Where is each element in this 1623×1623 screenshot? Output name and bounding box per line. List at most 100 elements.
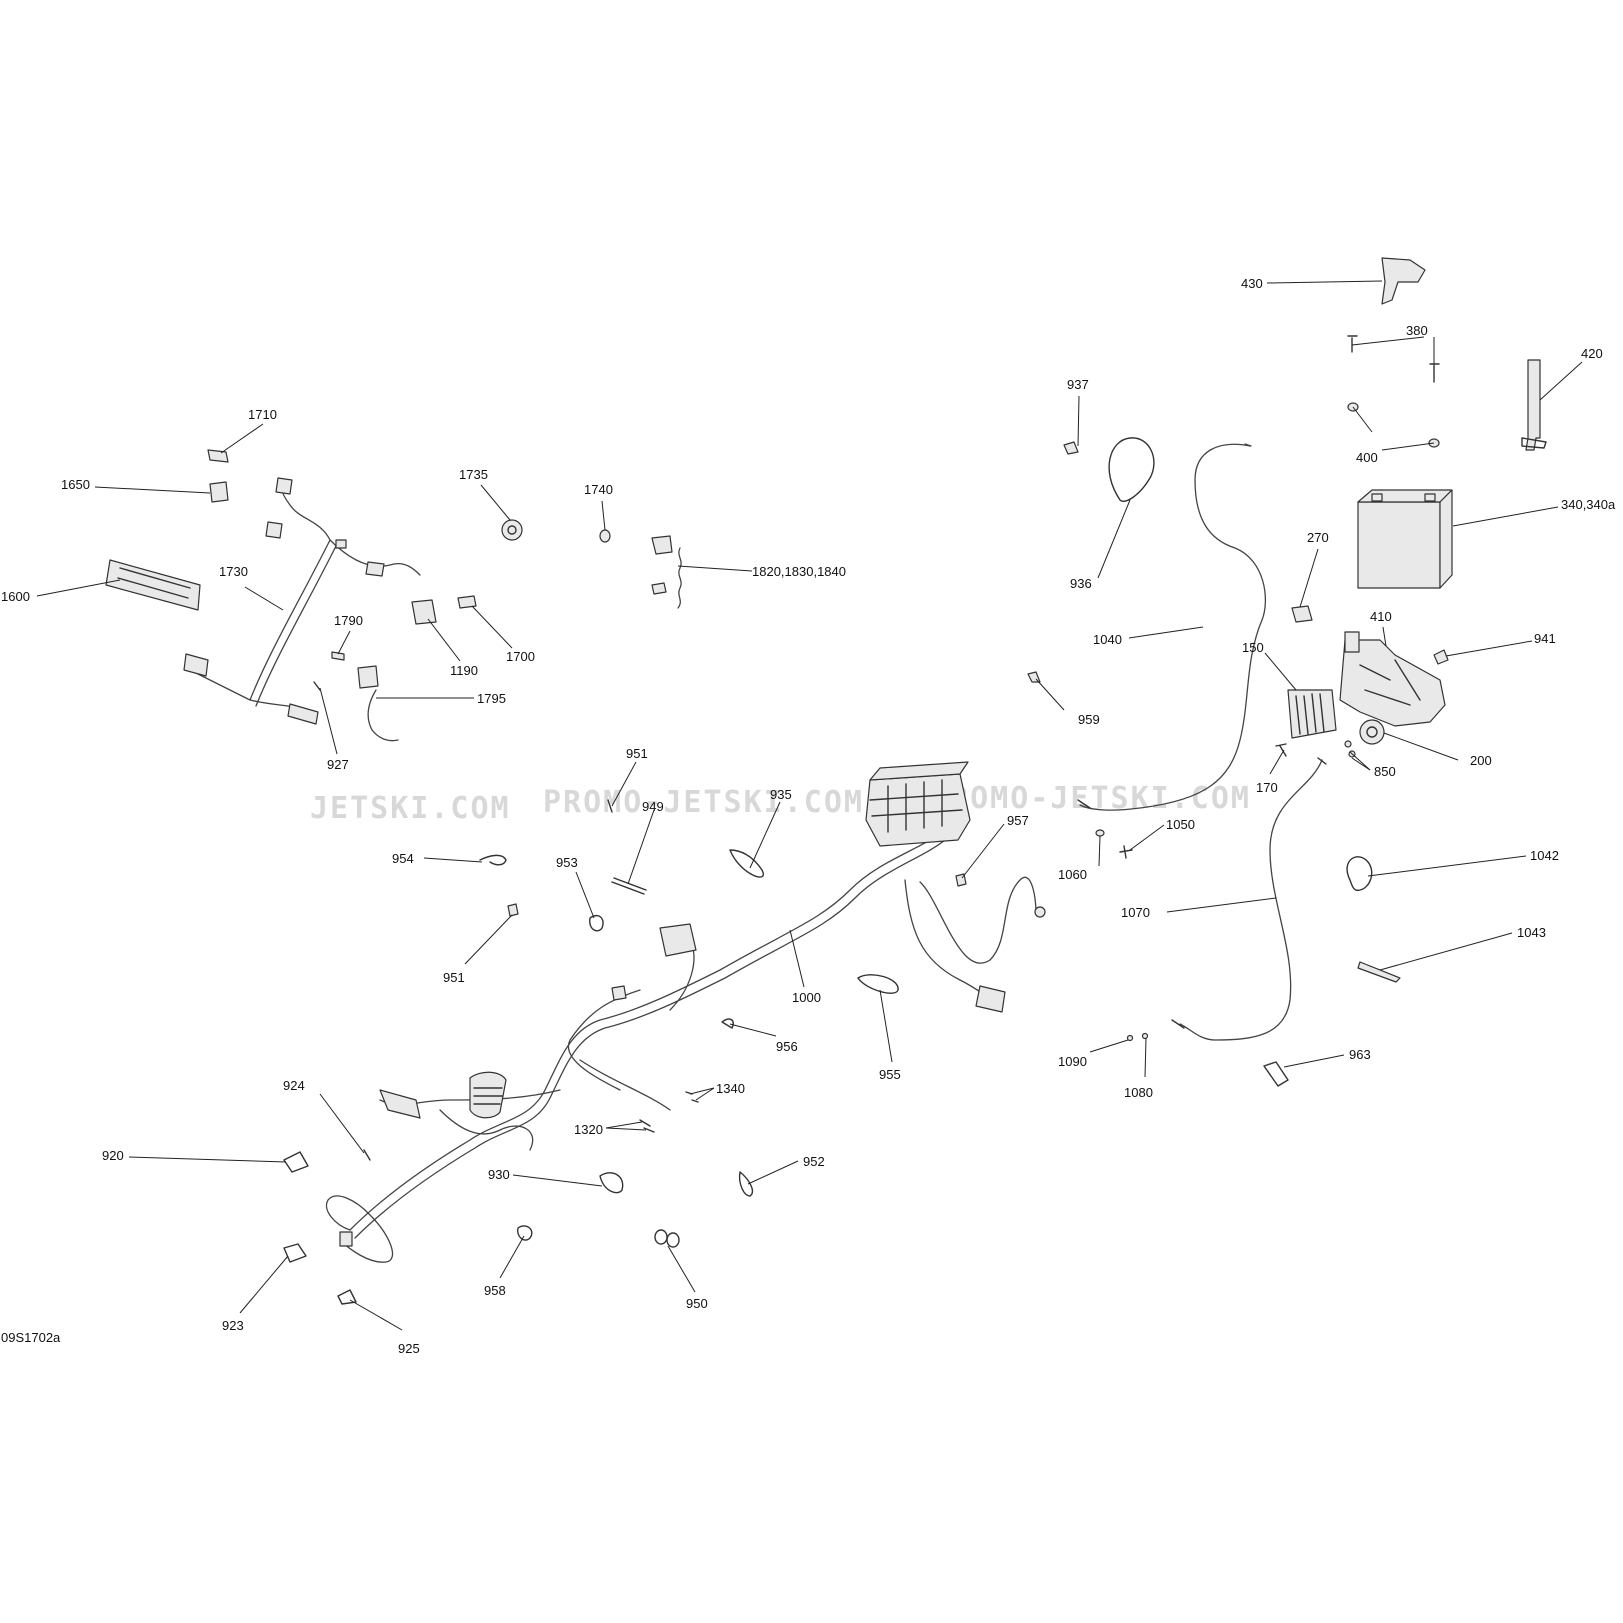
callout-954: 954	[392, 851, 414, 866]
part-956-clip	[721, 1018, 734, 1029]
part-954-clip	[479, 854, 507, 866]
part-1600-gauge	[105, 559, 201, 611]
part-1790-clip	[331, 651, 345, 661]
callout-941: 941	[1534, 631, 1556, 646]
part-drawings	[105, 257, 1547, 1305]
part-420-rod	[1521, 359, 1547, 451]
callout-1700: 1700	[506, 649, 535, 664]
part-1043-strap	[1357, 961, 1401, 983]
watermark: JETSKI.COM PROMO-JETSKI.COM PROMO-JETSKI…	[310, 781, 1251, 826]
part-920-tie	[283, 1151, 309, 1173]
part-1320-terminals	[639, 1119, 655, 1133]
callout-935: 935	[770, 787, 792, 802]
callout-850: 850	[1374, 764, 1396, 779]
callout-150: 150	[1242, 640, 1264, 655]
callout-1050: 1050	[1166, 817, 1195, 832]
callout-1080: 1080	[1124, 1085, 1153, 1100]
callout-920: 920	[102, 1148, 124, 1163]
callout-930: 930	[488, 1167, 510, 1182]
part-935-tie	[729, 849, 765, 878]
part-1740-ring	[599, 529, 611, 543]
part-950-ties	[654, 1229, 680, 1248]
watermark-left: JETSKI.COM	[310, 791, 511, 826]
callout-1735: 1735	[459, 467, 488, 482]
callout-1043: 1043	[1517, 925, 1546, 940]
part-952-tie	[738, 1171, 754, 1197]
part-953-tie	[589, 914, 604, 932]
part-1735-socket	[501, 519, 523, 541]
callout-959: 959	[1078, 712, 1100, 727]
callout-963: 963	[1349, 1047, 1371, 1062]
part-340-battery	[1357, 489, 1453, 589]
callout-430: 430	[1241, 276, 1263, 291]
part-150-regulator	[1287, 689, 1337, 739]
part-923-tie	[283, 1243, 307, 1263]
callout-1070: 1070	[1121, 905, 1150, 920]
part-957-clip	[955, 873, 967, 887]
callout-950: 950	[686, 1296, 708, 1311]
callout-936: 936	[1070, 576, 1092, 591]
callout-951b: 951	[443, 970, 465, 985]
callout-958: 958	[484, 1283, 506, 1298]
callout-420: 420	[1581, 346, 1603, 361]
callout-953: 953	[556, 855, 578, 870]
callout-955: 955	[879, 1067, 901, 1082]
callout-170: 170	[1256, 780, 1278, 795]
part-410-tray	[1339, 631, 1446, 727]
part-955-tie	[857, 974, 899, 994]
callout-923: 923	[222, 1318, 244, 1333]
part-924-clip	[363, 1149, 371, 1161]
part-936-tie	[1108, 437, 1155, 502]
part-380-screws	[1347, 335, 1440, 383]
watermark-mid: PROMO-JETSKI.COM	[543, 785, 864, 820]
callout-1710: 1710	[248, 407, 277, 422]
callout-1000: 1000	[792, 990, 821, 1005]
callout-270: 270	[1307, 530, 1329, 545]
callout-1740: 1740	[584, 482, 613, 497]
callout-410: 410	[1370, 609, 1392, 624]
callout-380: 380	[1406, 323, 1428, 338]
callout-924: 924	[283, 1078, 305, 1093]
callout-1795: 1795	[477, 691, 506, 706]
callout-400: 400	[1356, 450, 1378, 465]
part-958-tie	[516, 1225, 533, 1241]
part-951b-clip	[507, 903, 519, 917]
callout-1730: 1730	[219, 564, 248, 579]
watermark-right: PROMO-JETSKI.COM	[930, 781, 1251, 816]
part-941-grommet	[1433, 649, 1449, 665]
part-1820-coil-cord	[651, 535, 682, 609]
part-1000-main-harness	[325, 761, 1046, 1263]
callout-957: 957	[1007, 813, 1029, 828]
part-937-clip	[1063, 441, 1079, 455]
callout-1190: 1190	[450, 663, 478, 678]
part-400-washers	[1347, 402, 1440, 448]
part-963-clip	[1263, 1061, 1289, 1087]
callout-951a: 951	[626, 746, 648, 761]
part-430-strap	[1381, 257, 1426, 305]
callout-1060: 1060	[1058, 867, 1087, 882]
callout-1340: 1340	[716, 1081, 745, 1096]
part-930-tie	[599, 1172, 624, 1194]
callout-1600: 1600	[1, 589, 30, 604]
diagram-code: 09S1702a	[1, 1330, 61, 1345]
callout-1042: 1042	[1530, 848, 1559, 863]
part-927-clip	[313, 681, 321, 691]
callout-949: 949	[642, 799, 664, 814]
part-1060-washer	[1095, 829, 1105, 837]
callout-1320: 1320	[574, 1122, 603, 1137]
part-1650-switch	[209, 481, 229, 503]
callout-1790: 1790	[334, 613, 363, 628]
part-1070-cable	[1171, 757, 1327, 1041]
part-1190-switch	[411, 599, 437, 625]
part-1042-tie	[1346, 856, 1373, 892]
part-949-tie	[611, 877, 647, 895]
callout-1090: 1090	[1058, 1054, 1087, 1069]
part-1700-connector	[457, 595, 477, 609]
part-200-solenoid	[1359, 719, 1385, 745]
part-959-grommet	[1027, 671, 1041, 683]
callout-leaders	[36, 280, 1583, 1331]
part-1730-harness	[183, 477, 421, 725]
part-1795-sensor	[357, 665, 399, 742]
callout-952: 952	[803, 1154, 825, 1169]
